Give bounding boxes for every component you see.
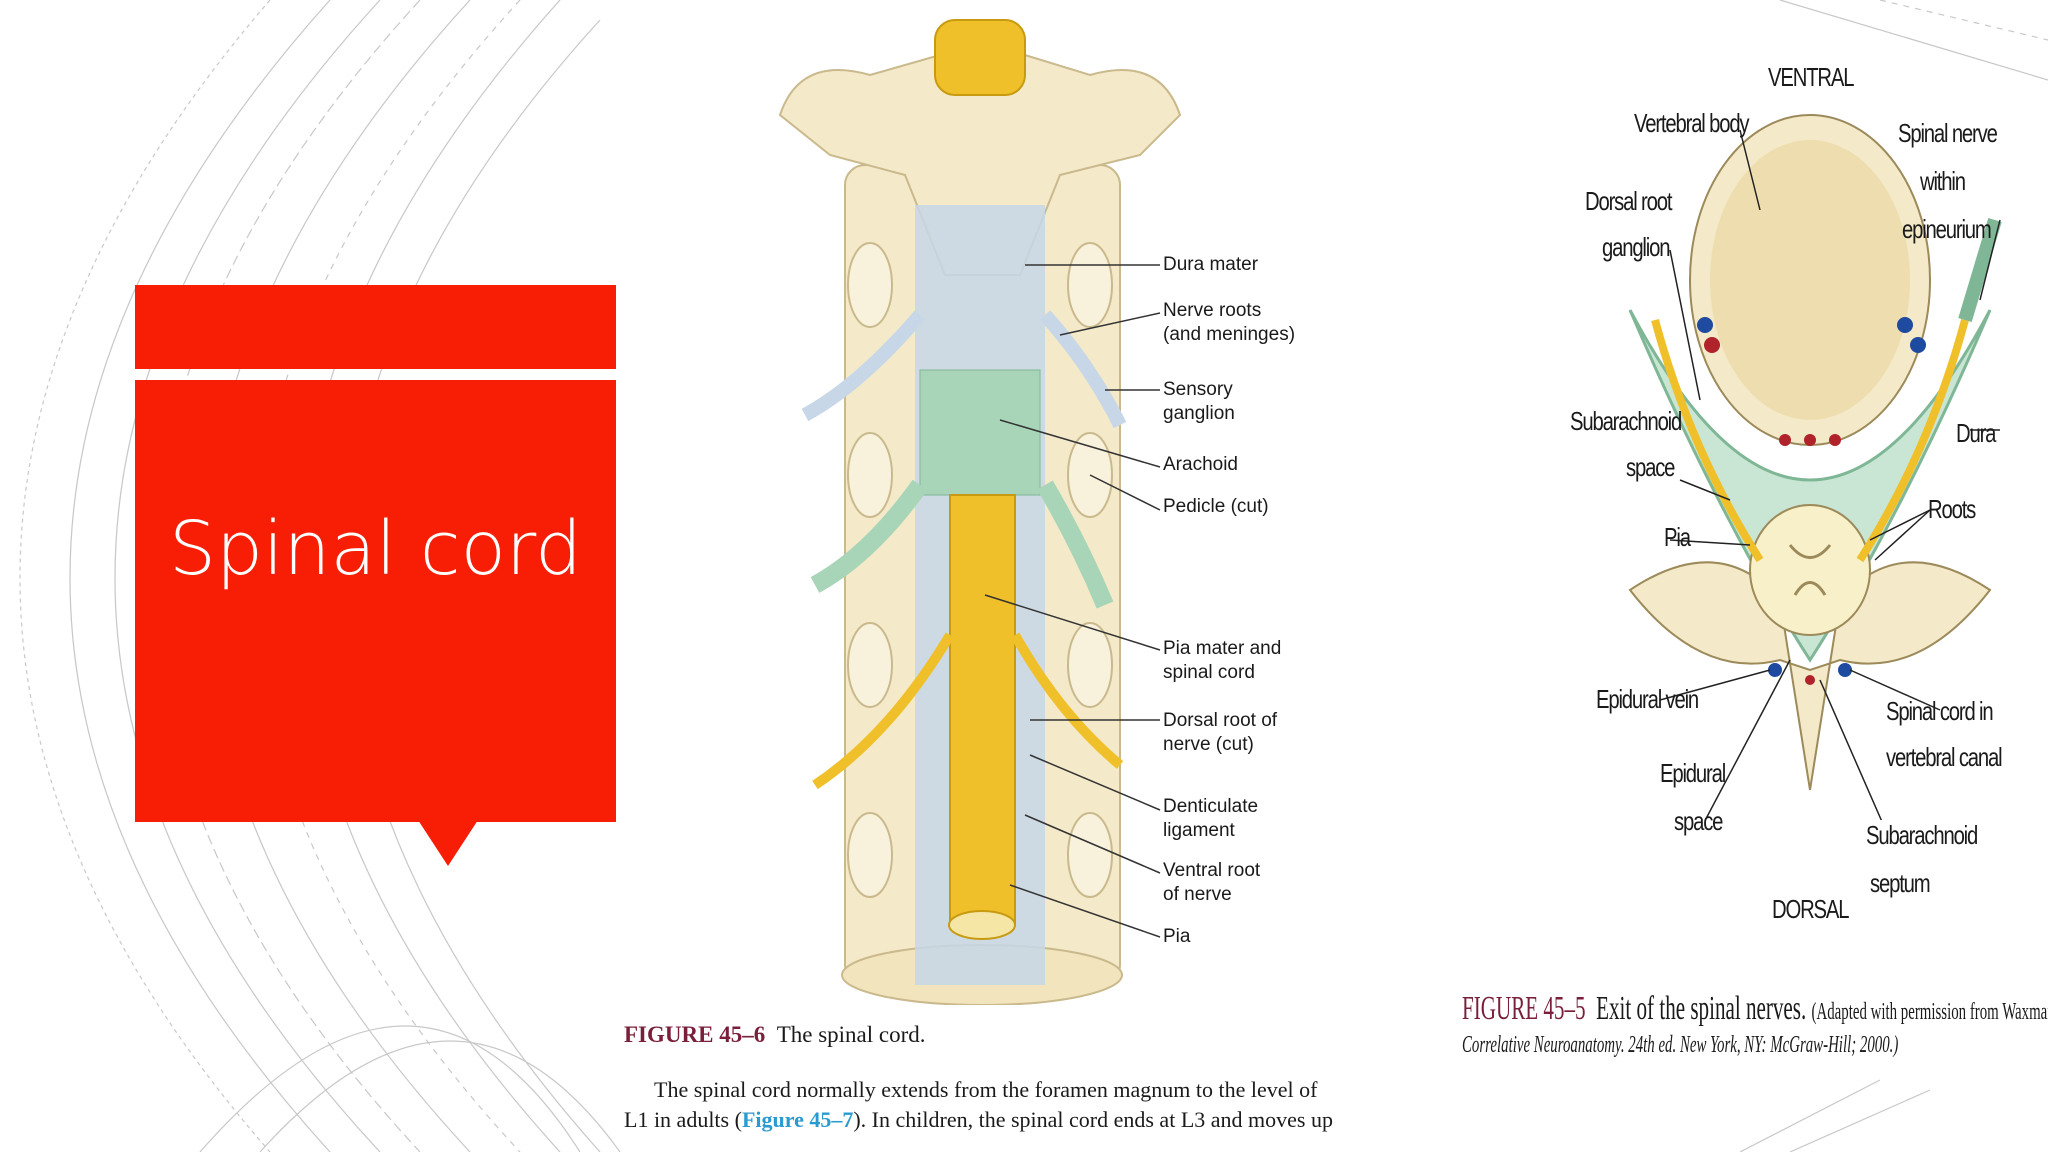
label-spinal-cord-canal: Spinal cord in xyxy=(1886,696,1994,726)
para-line2b: ). In children, the spinal cord ends at … xyxy=(853,1107,1333,1132)
label-ventral-root-2: of nerve xyxy=(1163,884,1232,905)
label-dura: Dura xyxy=(1956,418,1996,448)
title-box xyxy=(135,380,616,822)
label-vertebral-body: Vertebral body xyxy=(1634,108,1750,138)
label-dorsal-root-ganglion: Dorsal root xyxy=(1585,186,1672,216)
cross-section-illustration xyxy=(1628,114,2002,820)
title-accent-bar xyxy=(135,285,616,369)
label-pia: Pia xyxy=(1163,926,1191,947)
label-sensory-ganglion-2: ganglion xyxy=(1163,403,1235,424)
label-dura-mater: Dura mater xyxy=(1163,254,1259,275)
label-subarachnoid-space: Subarachnoid xyxy=(1570,406,1682,436)
label-subarachnoid-septum-2: septum xyxy=(1870,868,1931,898)
label-pia-mater: Pia mater and xyxy=(1163,638,1282,659)
label-arachoid: Arachoid xyxy=(1163,454,1238,475)
figure2-caption: FIGURE 45–5 Exit of the spinal nerves. (… xyxy=(1462,990,2048,1059)
label-denticulate-2: ligament xyxy=(1163,820,1235,841)
figure2-caption-title: Exit of the spinal nerves. xyxy=(1596,990,1807,1027)
callout-pointer xyxy=(418,820,478,866)
label-epidural-vein: Epidural vein xyxy=(1596,684,1699,714)
label-dorsal: DORSAL xyxy=(1772,894,1850,924)
label-nerve-roots: Nerve roots xyxy=(1163,300,1262,321)
figure-link[interactable]: Figure 45–7 xyxy=(741,1107,854,1132)
label-spinal-nerve-3: epineurium xyxy=(1902,214,1992,244)
label-ventral: VENTRAL xyxy=(1768,62,1855,92)
figure2-caption-label: FIGURE 45–5 xyxy=(1462,990,1586,1027)
label-spinal-nerve-2: within xyxy=(1920,166,1966,196)
label-sensory-ganglion: Sensory xyxy=(1163,379,1233,400)
label-ventral-root: Ventral root xyxy=(1163,860,1261,881)
label-epidural-space: Epidural xyxy=(1660,758,1726,788)
label-pia: Pia xyxy=(1664,522,1691,552)
label-dorsal-root: Dorsal root of xyxy=(1163,710,1278,731)
figure2-caption-line2: Correlative Neuroanatomy. 24th ed. New Y… xyxy=(1462,1032,1899,1058)
para-line2a: L1 in adults ( xyxy=(624,1107,742,1132)
label-epidural-space-2: space xyxy=(1674,806,1723,836)
label-nerve-roots-2: (and meninges) xyxy=(1163,324,1296,345)
label-pia-mater-2: spinal cord xyxy=(1163,662,1255,683)
label-subarachnoid-septum: Subarachnoid xyxy=(1866,820,1978,850)
label-subarachnoid-space-2: space xyxy=(1626,452,1675,482)
figure2-caption-note: (Adapted with permission from Waxman SG. xyxy=(1811,999,2048,1025)
figure1-caption: FIGURE 45–6 The spinal cord. xyxy=(624,1022,926,1048)
label-pedicle: Pedicle (cut) xyxy=(1163,496,1269,517)
spinal-cord-illustration xyxy=(778,19,1182,1005)
label-denticulate: Denticulate xyxy=(1163,796,1259,817)
slide-title: Spinal cord xyxy=(169,506,582,592)
label-dorsal-root-ganglion-2: ganglion xyxy=(1602,232,1670,262)
para-line1: The spinal cord normally extends from th… xyxy=(654,1077,1318,1102)
label-dorsal-root-2: nerve (cut) xyxy=(1163,734,1254,755)
label-spinal-nerve: Spinal nerve xyxy=(1898,118,1998,148)
figure1-caption-text: The spinal cord. xyxy=(776,1022,926,1047)
figure1-paragraph: The spinal cord normally extends from th… xyxy=(624,1075,1454,1135)
label-spinal-cord-canal-2: vertebral canal xyxy=(1886,742,2003,772)
label-roots: Roots xyxy=(1928,494,1976,524)
figure1-caption-label: FIGURE 45–6 xyxy=(624,1022,766,1047)
